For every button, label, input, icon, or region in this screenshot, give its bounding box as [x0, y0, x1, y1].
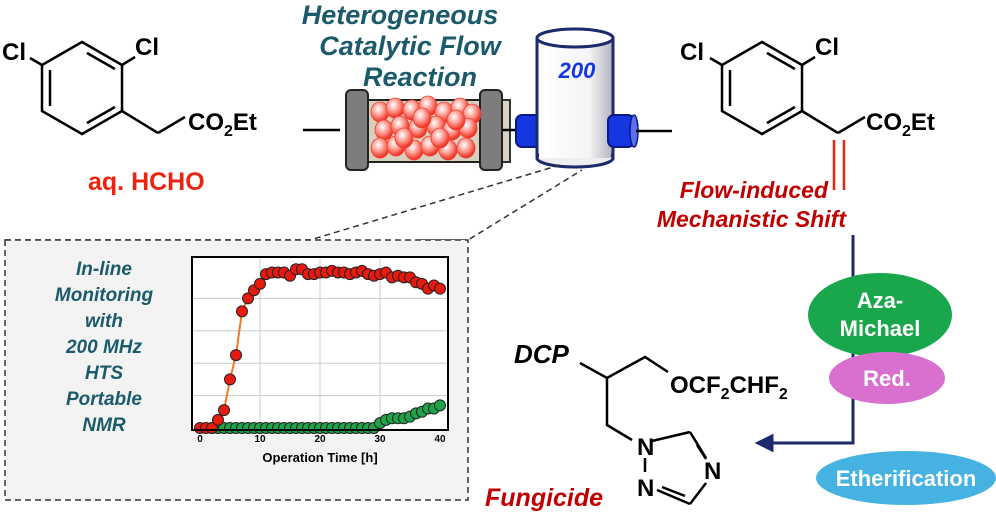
chlorine-label: Cl	[2, 39, 26, 66]
catalyst-bead	[430, 127, 450, 149]
monitoring-line: Portable	[66, 389, 142, 410]
nitrogen-label: N	[704, 458, 721, 485]
catalyst-bead	[370, 137, 390, 159]
step-label: Etherification	[836, 466, 977, 491]
data-point-product	[434, 282, 446, 295]
x-tick-label: 40	[434, 434, 446, 445]
nitrogen-label: N	[637, 475, 654, 502]
monitoring-line: with	[85, 311, 123, 332]
product-structure	[709, 40, 866, 190]
step-label: Michael	[840, 316, 921, 341]
ester-label: CO2Et	[188, 109, 257, 140]
ether-label: OCF2CHF2	[670, 372, 788, 403]
step-etherification: Etherification	[816, 451, 996, 505]
ester-label: CO2Et	[866, 109, 935, 140]
data-point-byproduct	[434, 399, 446, 412]
nmr-spectrometer-icon: 200	[515, 27, 672, 169]
fungicide-structure	[579, 355, 708, 506]
monitoring-line: In-line	[76, 259, 132, 280]
data-point-product	[224, 373, 236, 386]
catalyst-bead	[412, 107, 432, 129]
x-tick-label: 10	[254, 434, 266, 445]
step-label: Red.	[863, 366, 911, 391]
dcp-label: DCP	[514, 339, 570, 369]
data-point-product	[212, 413, 224, 426]
reagent-label: aq. HCHO	[88, 168, 205, 196]
data-point-product	[230, 349, 242, 362]
reactant-structure	[29, 40, 340, 136]
step-reduction: Red.	[829, 352, 945, 404]
catalyst-bead	[374, 119, 394, 141]
monitoring-line: Monitoring	[55, 285, 154, 306]
catalyst-bead	[385, 97, 405, 119]
product-labels: Cl Cl CO2Et	[680, 34, 935, 140]
nitrogen-label: N	[637, 434, 654, 461]
step-label: Aza-	[857, 288, 903, 313]
title-line: Reaction	[363, 62, 477, 92]
monitoring-line: 200 MHz	[65, 337, 143, 358]
x-tick-label: 30	[374, 434, 386, 445]
packed-bed-reactor-icon	[345, 89, 520, 171]
fungicide-labels: DCP OCF2CHF2 N N N	[514, 339, 788, 502]
x-tick-label: 20	[314, 434, 326, 445]
chlorine-label: Cl	[135, 34, 159, 61]
x-axis-label: Operation Time [h]	[262, 450, 377, 465]
reaction-title: Heterogeneous Catalytic Flow Reaction	[302, 0, 503, 92]
catalyst-bead	[446, 109, 466, 131]
monitoring-chart: 0 10 20 30 40 Operation Time [h]	[191, 256, 449, 465]
shift-line: Flow-induced	[680, 177, 829, 203]
monitoring-line: NMR	[82, 415, 126, 436]
data-point-product	[242, 292, 254, 305]
title-line: Catalytic Flow	[319, 31, 503, 61]
data-point-product	[254, 277, 266, 290]
mechanistic-shift-label: Flow-induced Mechanistic Shift	[657, 177, 847, 232]
chlorine-label: Cl	[680, 39, 704, 66]
step-aza-michael: Aza- Michael	[808, 273, 952, 357]
title-line: Heterogeneous	[302, 0, 499, 30]
chlorine-label: Cl	[815, 34, 839, 61]
monitoring-line: HTS	[85, 363, 123, 384]
data-point-product	[236, 305, 248, 318]
fungicide-label: Fungicide	[485, 484, 603, 512]
catalyst-bead	[394, 127, 414, 149]
shift-line: Mechanistic Shift	[657, 206, 847, 232]
x-tick-label: 0	[197, 434, 203, 445]
catalyst-bead	[456, 137, 476, 159]
reactant-labels: Cl Cl CO2Et	[2, 34, 257, 140]
nmr-frequency-label: 200	[558, 58, 596, 83]
data-point-product	[218, 404, 230, 417]
